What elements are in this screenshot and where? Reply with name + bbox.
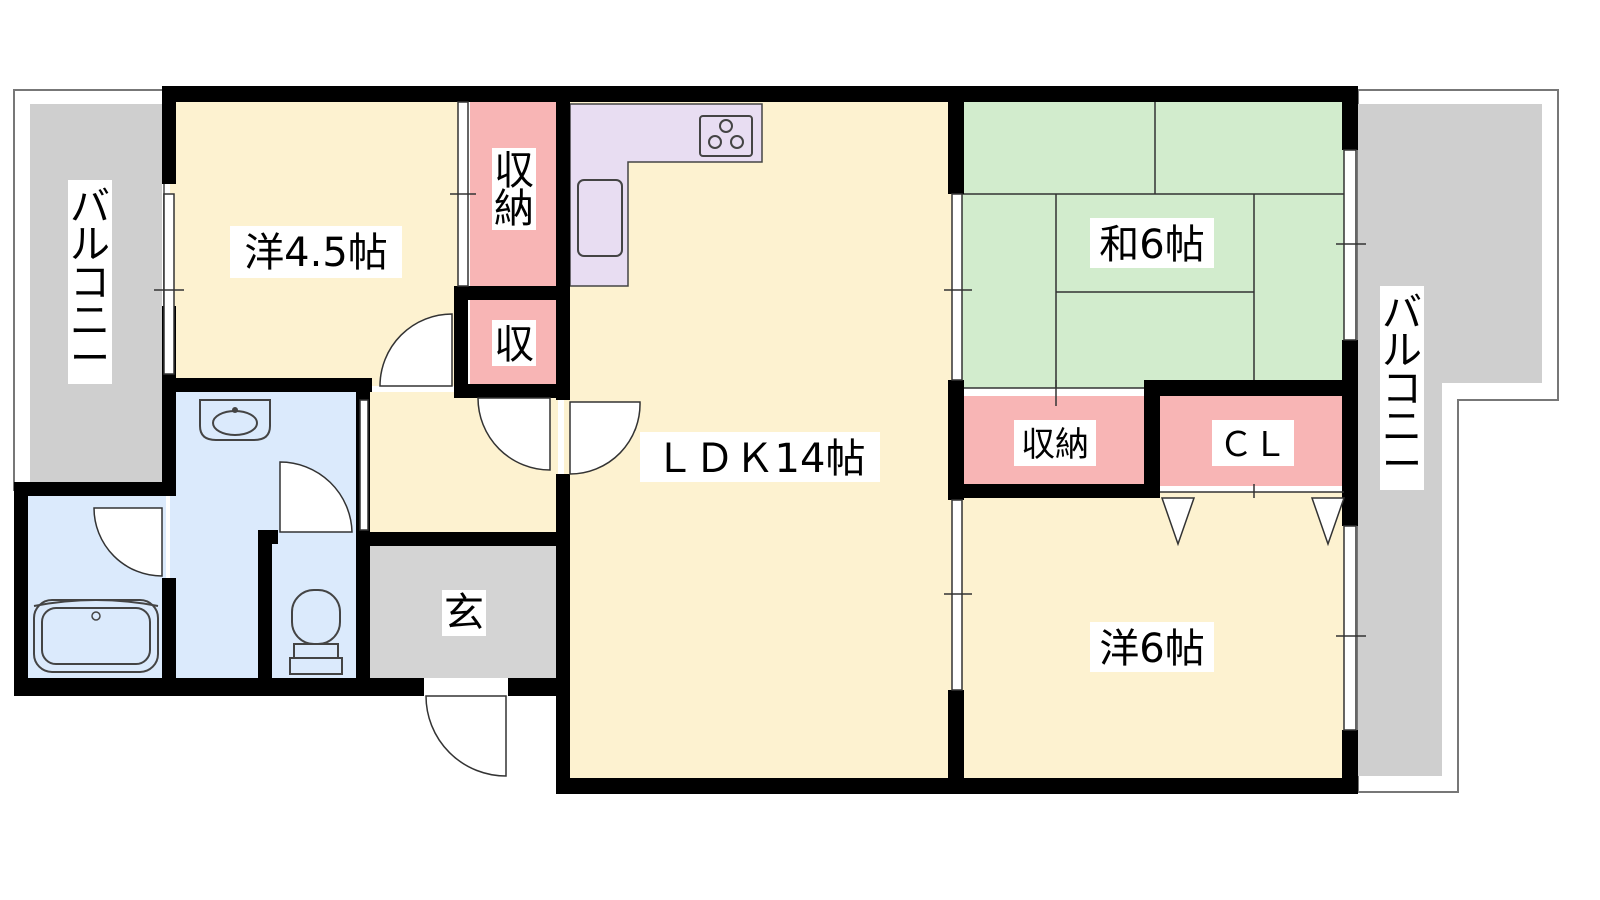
label-western-6: 洋6帖 <box>1099 626 1204 672</box>
balcony-left-char: バ <box>70 184 110 230</box>
balcony-left-char: ル <box>70 222 110 268</box>
window-icon <box>154 101 1366 731</box>
label-storage-small: 収 <box>494 322 534 368</box>
balcony-right-char: ー <box>1382 442 1422 488</box>
bathtub-icon <box>33 599 159 673</box>
balcony-left-char: ニ <box>70 298 110 344</box>
label-storage-right: 収納 <box>1021 425 1089 465</box>
washbasin-icon <box>199 399 271 441</box>
label-western-45: 洋4.5帖 <box>244 230 388 276</box>
label-entrance: 玄 <box>444 590 484 636</box>
stove-icon <box>699 115 753 157</box>
label-japanese-6: 和6帖 <box>1099 222 1204 268</box>
tatami-lines <box>958 100 1348 388</box>
balcony-right-char: ル <box>1382 328 1422 374</box>
balcony-left <box>13 89 165 491</box>
balcony-right <box>1357 89 1559 793</box>
balcony-right-char: ニ <box>1382 404 1422 450</box>
label-ldk: ＬＤＫ14帖 <box>655 436 866 482</box>
sink-icon <box>577 179 623 257</box>
balcony-left-char: ー <box>70 336 110 382</box>
balcony-right-label: バ ル コ ニ ー <box>1380 286 1424 490</box>
balcony-right-char: バ <box>1382 290 1422 336</box>
balcony-right-char: コ <box>1382 366 1422 412</box>
label-storage-top-1: 収 <box>494 148 534 194</box>
label-storage-top-2: 納 <box>494 186 534 232</box>
walls <box>14 86 1358 794</box>
label-closet: ＣＬ <box>1219 425 1287 465</box>
door-swing-icon <box>93 313 1346 777</box>
balcony-left-label: バ ル コ ニ ー <box>68 180 112 384</box>
balcony-left-char: コ <box>70 260 110 306</box>
toilet-room <box>268 540 362 678</box>
toilet-icon <box>289 589 343 675</box>
